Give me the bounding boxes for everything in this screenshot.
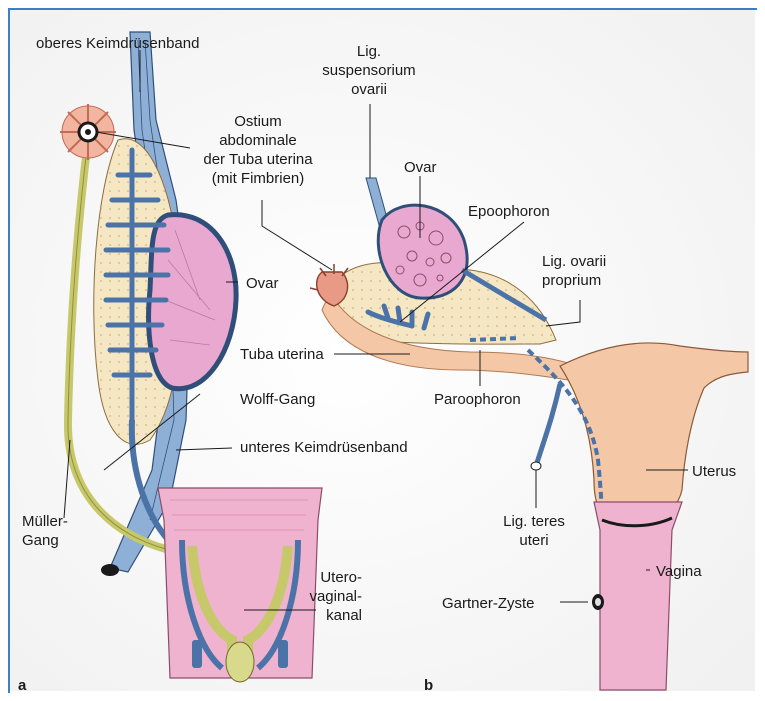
panel-letter-b: b bbox=[424, 677, 433, 694]
label-uterovaginal-3: kanal bbox=[326, 607, 362, 624]
label-lig-suspensorium-2: suspensorium bbox=[322, 62, 415, 79]
label-paroophoron: Paroophoron bbox=[434, 391, 521, 408]
label-tuba-uterina: Tuba uterina bbox=[240, 346, 324, 363]
label-lig-teres-1: Lig. teres bbox=[503, 513, 565, 530]
label-uterovaginal-1: Utero- bbox=[320, 569, 362, 586]
uterovaginal-canal bbox=[158, 488, 322, 682]
label-lig-suspensorium-3: ovarii bbox=[351, 81, 387, 98]
label-ostium-1: Ostium bbox=[234, 113, 282, 130]
label-lig-ovarii-2: proprium bbox=[542, 272, 601, 289]
label-oberes-keimdruesenband: oberes Keimdrüsenband bbox=[36, 35, 199, 52]
label-ostium-4: (mit Fimbrien) bbox=[212, 170, 305, 187]
label-lig-ovarii-1: Lig. ovarii bbox=[542, 253, 606, 270]
panel-letter-a: a bbox=[18, 677, 27, 694]
label-uterovaginal-2: vaginal- bbox=[309, 588, 362, 605]
label-lig-suspensorium-1: Lig. bbox=[357, 43, 381, 60]
label-ostium-2: abdominale bbox=[219, 132, 297, 149]
ligament-end-a bbox=[101, 564, 119, 576]
fimbriae-a bbox=[60, 104, 116, 160]
label-uterus: Uterus bbox=[692, 463, 736, 480]
label-mueller-gang-1: Müller- bbox=[22, 513, 68, 530]
label-mueller-gang-2: Gang bbox=[22, 532, 59, 549]
label-ovar-b: Ovar bbox=[404, 159, 437, 176]
label-ostium-3: der Tuba uterina bbox=[203, 151, 313, 168]
label-ovar-a: Ovar bbox=[246, 275, 279, 292]
label-vagina: Vagina bbox=[656, 563, 702, 580]
label-wolff-gang: Wolff-Gang bbox=[240, 391, 315, 408]
label-unteres-keimdruesenband: unteres Keimdrüsenband bbox=[240, 439, 408, 456]
label-epoophoron: Epoophoron bbox=[468, 203, 550, 220]
label-gartner-zyste: Gartner-Zyste bbox=[442, 595, 535, 612]
label-lig-teres-2: uteri bbox=[519, 532, 548, 549]
